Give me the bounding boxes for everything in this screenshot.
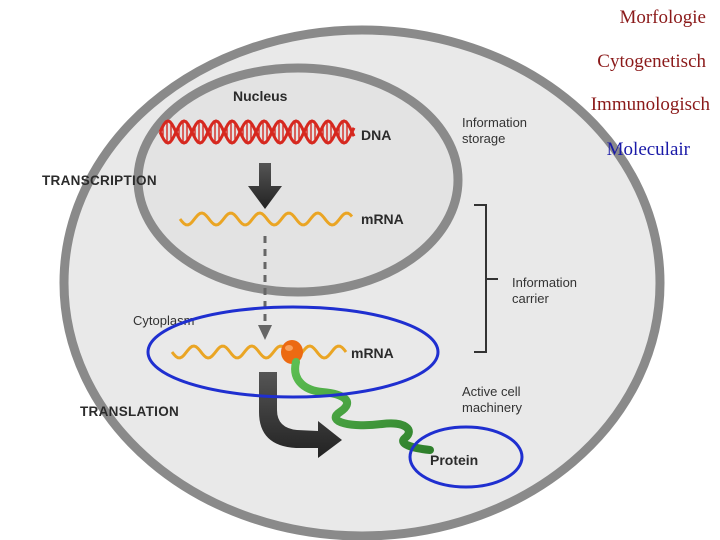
translation-label: TRANSLATION [80, 404, 179, 419]
mrna-highlight-circle [146, 305, 440, 399]
information-carrier-bracket [474, 204, 498, 353]
translation-arrow [259, 372, 342, 458]
dna-label: DNA [361, 127, 391, 143]
ribosome [281, 340, 303, 364]
information-carrier-label-line1: Information [512, 275, 577, 290]
active-cell-machinery-label-line1: Active cell [462, 384, 521, 399]
transcription-arrow [248, 163, 282, 209]
nucleus-label: Nucleus [233, 88, 288, 104]
transport-arrowhead [258, 325, 272, 340]
information-storage-label-line1: Information [462, 115, 527, 130]
topic-immunologisch: Immunologisch [590, 94, 710, 115]
ribosome-highlight [285, 345, 293, 351]
protein-label: Protein [430, 452, 478, 468]
topic-cytogenetisch: Cytogenetisch [597, 51, 706, 72]
protein-chain [291, 358, 434, 454]
topic-morfologie: Morfologie [619, 7, 706, 28]
mrna-nucleus-label: mRNA [361, 211, 404, 227]
topic-moleculair: Moleculair [606, 139, 690, 160]
information-storage-label-line2: storage [462, 131, 505, 146]
transcription-label: TRANSCRIPTION [42, 173, 157, 188]
mrna-cytoplasm-label: mRNA [351, 345, 394, 361]
active-cell-machinery-label-line2: machinery [462, 400, 522, 415]
mrna-strand-nucleus [178, 211, 354, 227]
dna-helix [158, 119, 356, 145]
mrna-strand-cytoplasm [170, 344, 348, 360]
information-carrier-label-line2: carrier [512, 291, 550, 306]
protein-highlight-circle [408, 425, 524, 489]
nucleus-body [133, 63, 463, 297]
